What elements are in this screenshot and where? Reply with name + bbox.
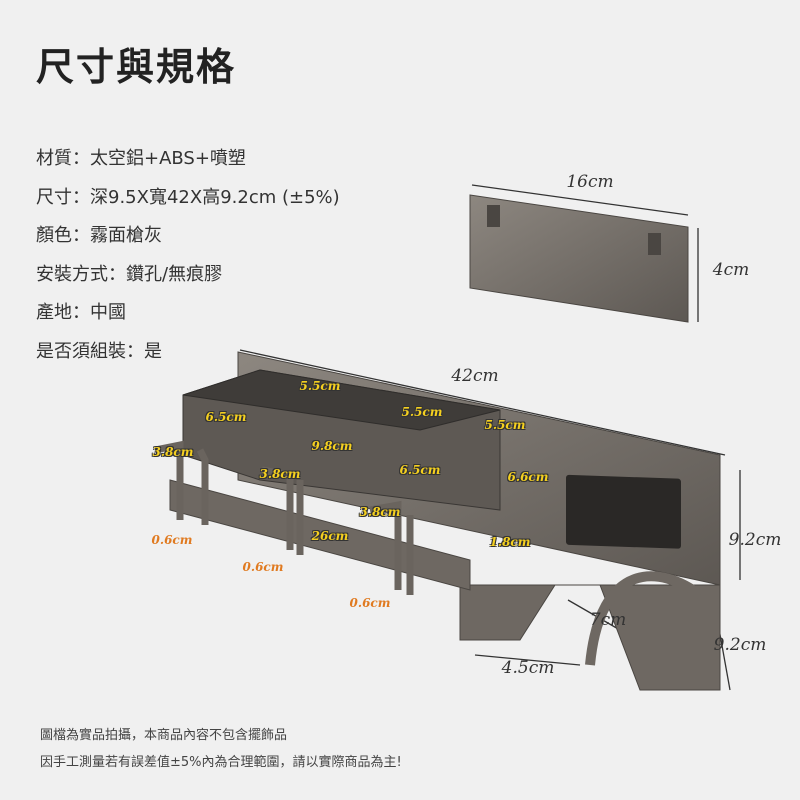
- spec-origin: 產地：中國: [36, 302, 126, 323]
- dim-plate-height: 4cm: [712, 260, 750, 280]
- note-tolerance: 因手工測量若有誤差值±5%內為合理範圍，請以實際商品為主!: [40, 755, 402, 770]
- dim-shelf-gap: 1.8cm: [489, 535, 531, 549]
- base-shelf: [459, 584, 721, 691]
- dim-hook1-width: 3.8cm: [152, 445, 194, 459]
- dim-hook2-width: 3.8cm: [259, 467, 301, 481]
- dim-box-length: 9.8cm: [311, 439, 353, 453]
- dim-hook2-gap: 0.6cm: [242, 560, 284, 574]
- dim-depth: 9.2cm: [713, 635, 767, 655]
- hooks: [154, 440, 414, 595]
- dim-plate-width: 16cm: [566, 172, 614, 192]
- dim-cup-c-top: 5.5cm: [484, 418, 526, 432]
- dim-hook3-width: 3.8cm: [359, 505, 401, 519]
- spec-install: 安裝方式：鑽孔/無痕膠: [36, 263, 223, 285]
- spec-size: 尺寸：深9.5X寬42X高9.2cm (±5%): [36, 186, 340, 208]
- spec-color: 顏色：霧面槍灰: [36, 225, 162, 246]
- dim-box-height: 6.6cm: [507, 470, 549, 484]
- dim-hook3-gap: 0.6cm: [349, 596, 391, 610]
- page-title: 尺寸與規格: [36, 45, 237, 89]
- spec-assembly: 是否須組裝：是: [36, 340, 162, 362]
- note-photo: 圖檔為實品拍攝，本商品內容不包含擺飾品: [40, 728, 288, 743]
- dim-back-height: 9.2cm: [728, 530, 782, 550]
- dim-cup-a-top: 5.5cm: [299, 379, 341, 393]
- dimension-lines: [239, 184, 741, 691]
- adhesive-pad: [566, 474, 681, 549]
- spec-list: 材質：太空鋁+ABS+噴塑 尺寸：深9.5X寬42X高9.2cm (±5%) 顏…: [36, 140, 340, 371]
- dim-cup-b-side: 6.5cm: [399, 463, 441, 477]
- mounting-plate: [469, 194, 689, 323]
- dim-cup-b-top: 5.5cm: [401, 405, 443, 419]
- dim-total-width: 42cm: [451, 366, 499, 386]
- dim-hook1-gap: 0.6cm: [151, 533, 193, 547]
- dim-rail-length: 26cm: [311, 529, 349, 543]
- dim-cup-a-side: 6.5cm: [205, 410, 247, 424]
- dim-slot-width: 7cm: [589, 610, 627, 630]
- spec-material: 材質：太空鋁+ABS+噴塑: [36, 148, 246, 169]
- dim-slot-opening: 4.5cm: [501, 658, 555, 678]
- disclaimer-notes: 圖檔為實品拍攝，本商品內容不包含擺飾品 因手工測量若有誤差值±5%內為合理範圍，…: [40, 722, 402, 776]
